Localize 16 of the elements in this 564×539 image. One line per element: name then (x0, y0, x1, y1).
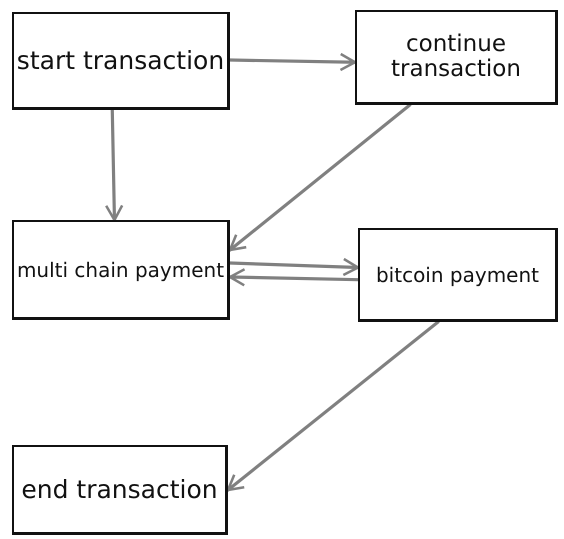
arrow (228, 52, 357, 72)
process-box (355, 10, 558, 105)
process-box (12, 12, 230, 110)
box-label: continue transaction (390, 32, 522, 82)
arrow (226, 320, 440, 492)
arrow (228, 258, 360, 276)
arrow (228, 103, 412, 252)
process-box (12, 445, 228, 535)
box-label: bitcoin payment (376, 264, 539, 286)
process-box (12, 220, 230, 320)
box-label: multi chain payment (16, 258, 224, 280)
process-box (358, 228, 558, 322)
box-label: start transaction (16, 46, 224, 74)
arrow (104, 108, 124, 222)
arrow (228, 268, 360, 287)
box-label: end transaction (21, 476, 218, 504)
